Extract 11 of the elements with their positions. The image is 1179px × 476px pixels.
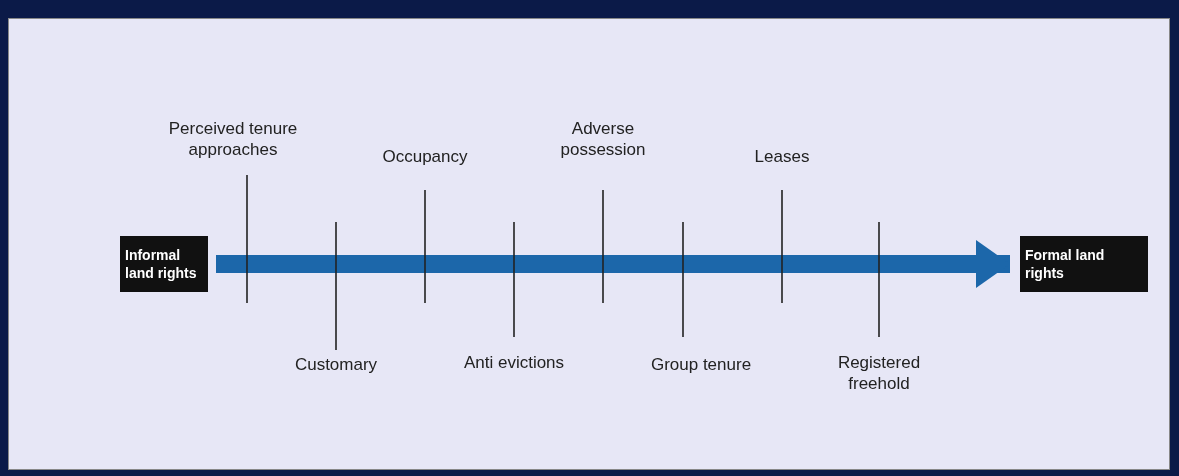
term-box: Informal land rights (120, 236, 208, 292)
arrow (216, 240, 1010, 288)
term-box: Formal land rights (1020, 236, 1148, 292)
scale-label: Registered freehold (836, 352, 922, 394)
scale-label: Anti evictions (462, 352, 566, 373)
scale-label: Adverse possession (559, 118, 647, 160)
scale-label: Occupancy (381, 146, 469, 167)
scale-label: Perceived tenure approaches (167, 118, 299, 160)
scale-label: Leases (753, 146, 811, 167)
scale-label: Group tenure (649, 354, 753, 375)
scale-label: Customary (293, 354, 379, 375)
